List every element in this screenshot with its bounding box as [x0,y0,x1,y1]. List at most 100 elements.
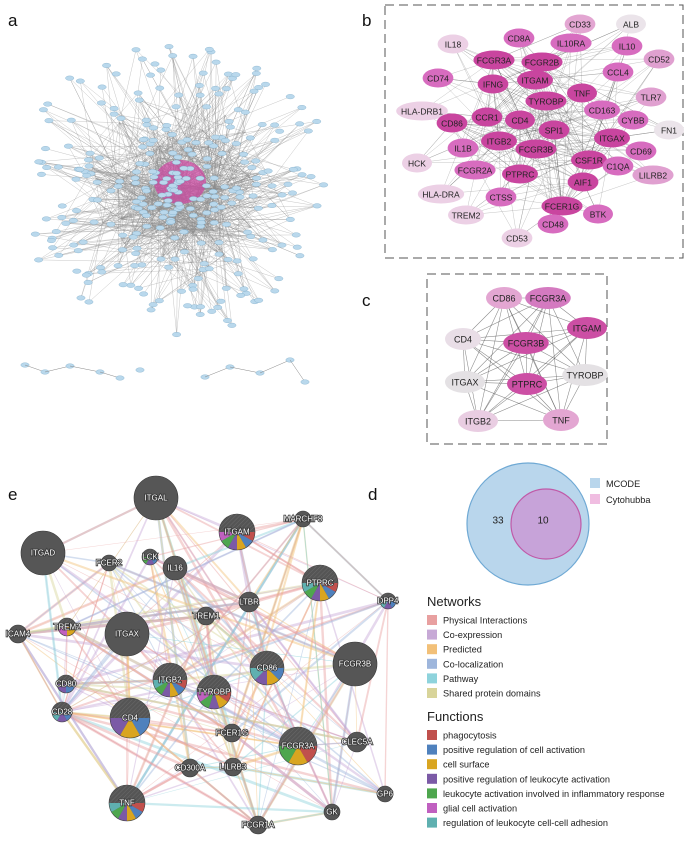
legend-network-swatch [427,688,437,698]
panel-c-node-itgam: ITGAM [567,317,607,339]
panel-a-node [172,104,180,109]
panel-b-node-hck: HCK [402,154,432,173]
panel-a-node [292,233,300,238]
panel-a-node [200,261,208,266]
panel-a-node [148,169,156,174]
panel-e-node-cd86: CD86 [250,651,284,685]
panel-a-node [146,73,154,78]
panel-a-node [157,68,165,73]
panel-a-node [168,132,176,137]
panel-a-node [180,230,188,235]
panel-a-node [215,240,223,245]
venn-legend-swatch-cytohubba [590,494,600,504]
node-label: FCER1G [545,202,579,212]
node-label: IFNG [483,80,503,90]
panel-a-node [172,332,180,337]
panel-b-node-tnf: TNF [567,84,597,103]
node-label: CD80 [56,680,77,689]
panel-a-node [102,63,110,68]
panel-a-node [149,180,157,185]
panel-a-node [62,221,70,226]
panel-a-node [171,257,179,262]
panel-a-node [43,102,51,107]
panel-a-node [156,86,164,91]
panel-a-node [240,287,248,292]
panel-a-node [254,206,262,211]
panel-a-node [210,220,218,225]
legend-function-swatch [427,759,437,769]
panel-a-node [180,249,188,254]
node-label: CD86 [492,294,515,304]
panel-a-node [284,182,292,187]
venn-count-mcode-only: 33 [492,516,504,527]
panel-a-node [134,286,142,291]
node-label: BTK [590,210,607,220]
panel-b-node-ctss: CTSS [486,188,517,207]
panel-a-node [132,47,140,52]
panel-a-node [155,298,163,303]
panel-b-node-cd48: CD48 [538,215,569,234]
node-label: CD4 [454,335,472,345]
panel-a-node [275,276,283,281]
panel-a-node [203,164,211,169]
panel-a-node [209,189,217,194]
panel-a-node [169,151,177,156]
panel-a-node [85,164,93,169]
panel-a-node [39,107,47,112]
panel-a-node [119,233,127,238]
panel-a-node [110,106,118,111]
panel-a-nodes [31,44,328,336]
panel-b-node-cd33: CD33 [565,15,596,34]
panel-a-node [209,144,217,149]
venn-legend-swatch-mcode [590,478,600,488]
panel-a-node [137,196,145,201]
panel-a-node [174,202,182,207]
panel-a-node [202,183,210,188]
panel-a-node [184,147,192,152]
panel-a-node [210,202,218,207]
node-label: CD69 [630,147,652,157]
panel-b-node-cd53: CD53 [502,229,533,248]
node-label: ITGAM [522,76,549,86]
node-label: CD8A [508,34,531,44]
panel-a-node [252,71,260,76]
panel-a-node [156,226,164,231]
panel-e-genemania-network: ITGALITGADMARCHF8ITGAMFCER2LCKIL16PTPRCD… [6,476,399,834]
legend-function-swatch [427,803,437,813]
node-label: FCGR3A [282,742,315,751]
panel-a-node [220,195,228,200]
node-label: CSF1R [575,156,603,166]
panel-a-node [233,259,241,264]
node-label: CD86 [257,664,278,673]
panel-a-node [271,289,279,294]
panel-b-node-cd8a: CD8A [504,29,535,48]
panel-c-node-tnf: TNF [543,409,579,431]
legend-function-label: positive regulation of leukocyte activat… [443,774,610,784]
node-label: FCGR3A [477,56,512,66]
node-label: CLEC5A [341,738,373,747]
panel-a-node [85,300,93,305]
panel-a-node [222,222,230,227]
panel-a-node [220,185,228,190]
node-label: CD48 [542,220,564,230]
panel-e-node-itgb2: ITGB2 [153,663,187,697]
node-label: FCGR3B [508,339,545,349]
panel-a-node [215,252,223,257]
panel-a-node [202,105,210,110]
node-label: AIF1 [574,178,592,188]
panel-a-node [138,57,146,62]
panel-a-node [157,257,165,262]
panel-a-node [214,305,222,310]
panel-a-node [293,245,301,250]
panel-a-node [76,79,84,84]
legend-network-swatch [427,659,437,669]
panel-b-node-cd52: CD52 [644,50,675,69]
node-label: FCGR2A [458,166,493,176]
panel-a-node [147,308,155,313]
node-label: ITGAX [599,134,625,144]
panel-a-node [188,152,196,157]
node-label: FCGR2B [525,58,560,68]
legend-function-swatch [427,730,437,740]
legend-network-label: Predicted [443,645,482,655]
